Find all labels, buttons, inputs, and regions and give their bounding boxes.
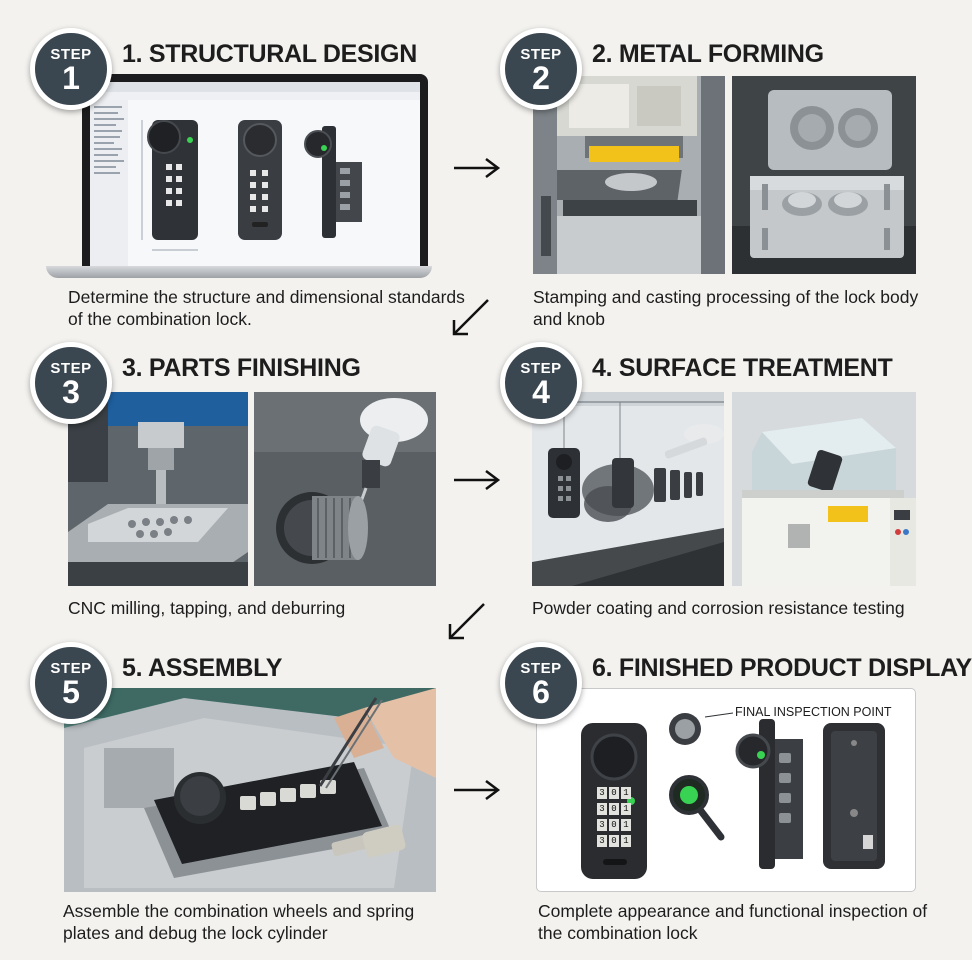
cnc-milling-photo	[68, 392, 248, 586]
powder-coating-photo	[532, 392, 724, 586]
keypad-digit: 1	[621, 803, 631, 815]
step-number: 6	[532, 674, 550, 710]
robotic-deburring-photo	[254, 392, 436, 586]
step-caption: Determine the structure and dimensional …	[68, 287, 465, 329]
step-label: STEP	[50, 360, 92, 377]
step-number: 1	[62, 60, 80, 96]
arrow-right-icon	[454, 158, 501, 178]
keypad-digit: 3	[597, 835, 607, 847]
casting-mold-photo	[732, 76, 916, 274]
step-label: STEP	[50, 660, 92, 677]
keypad-row: 3 0 1	[597, 803, 633, 815]
step-badge: STEP 6	[500, 642, 582, 724]
keypad-digit: 0	[609, 803, 619, 815]
step-badge: STEP 4	[500, 342, 582, 424]
arrow-right-icon	[454, 470, 501, 490]
cad-software-window	[90, 82, 420, 266]
stamping-press-illustration	[533, 76, 725, 274]
step-caption: Stamping and casting processing of the l…	[533, 287, 919, 329]
arrow-right-icon	[454, 780, 501, 800]
step-caption: CNC milling, tapping, and deburring	[68, 598, 346, 618]
step-caption: Assemble the combination wheels and spri…	[63, 901, 415, 943]
arrow-down-left-icon	[452, 299, 489, 336]
step-number: 3	[62, 374, 80, 410]
step-badge: STEP 3	[30, 342, 112, 424]
powder-coating-illustration	[532, 392, 724, 586]
keypad-row: 3 0 1	[597, 819, 633, 831]
keypad-digit: 1	[621, 835, 631, 847]
step-caption: Complete appearance and functional inspe…	[538, 901, 928, 943]
keypad-digit: 1	[621, 819, 631, 831]
step-number: 4	[532, 374, 550, 410]
laptop-cad-image	[30, 28, 460, 284]
keypad-digit: 3	[597, 803, 607, 815]
keypad-digit: 1	[621, 787, 631, 799]
step-title: 5. ASSEMBLY	[122, 654, 283, 682]
keypad-digit: 0	[609, 819, 619, 831]
assembly-photo	[64, 688, 436, 892]
salt-spray-chamber-illustration	[732, 392, 916, 586]
stamping-press-photo	[533, 76, 725, 274]
step-title: 4. SURFACE TREATMENT	[592, 354, 893, 382]
cad-drawing	[90, 82, 420, 266]
step-label: STEP	[520, 360, 562, 377]
robotic-deburring-illustration	[254, 392, 436, 586]
assembly-illustration	[64, 688, 436, 892]
step-title: 1. STRUCTURAL DESIGN	[122, 40, 417, 68]
step-number: 5	[62, 674, 80, 710]
keypad: 3 0 1 3 0 1 3 0 1 3 0 1	[597, 787, 633, 847]
step-badge: STEP 1	[30, 28, 112, 110]
final-inspection-callout: FINAL INSPECTION POINT	[735, 705, 892, 719]
arrow-down-left-icon	[448, 603, 485, 640]
step-caption: Powder coating and corrosion resistance …	[532, 598, 905, 618]
keypad-row: 3 0 1	[597, 787, 633, 799]
keypad-digit: 0	[609, 787, 619, 799]
laptop-base	[46, 266, 432, 278]
step-label: STEP	[520, 46, 562, 63]
keypad-digit: 3	[597, 787, 607, 799]
step-label: STEP	[520, 660, 562, 677]
step-title: 3. PARTS FINISHING	[122, 354, 361, 382]
step-title: 6. FINISHED PRODUCT DISPLAY	[592, 654, 972, 682]
step-badge: STEP 2	[500, 28, 582, 110]
keypad-digit: 0	[609, 835, 619, 847]
casting-mold-illustration	[732, 76, 916, 274]
salt-spray-chamber-photo	[732, 392, 916, 586]
laptop-screen	[82, 74, 428, 270]
step-number: 2	[532, 60, 550, 96]
finished-product-illustration	[581, 712, 885, 879]
finished-product-panel: FINAL INSPECTION POINT 3 0 1 3 0 1 3 0 1…	[536, 688, 916, 892]
cnc-milling-illustration	[68, 392, 248, 586]
step-badge: STEP 5	[30, 642, 112, 724]
step-label: STEP	[50, 46, 92, 63]
step-title: 2. METAL FORMING	[592, 40, 824, 68]
keypad-row: 3 0 1	[597, 835, 633, 847]
keypad-digit: 3	[597, 819, 607, 831]
